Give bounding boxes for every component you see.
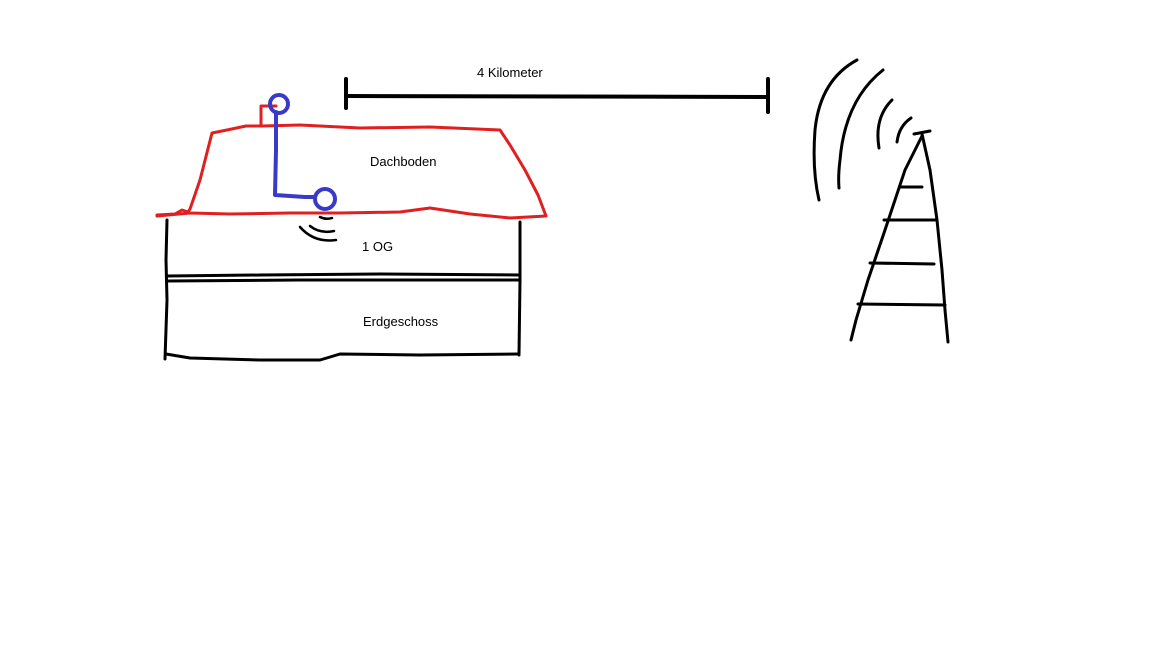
tower-rung-3 [868,261,936,266]
roof-outline [155,123,548,220]
tower-wave-2 [876,98,894,150]
tower-wave-4 [812,58,859,202]
attic-label: Dachboden [370,154,437,169]
distance-scale-bar [344,77,770,114]
house-right-wall [517,220,522,357]
tower-rung-4 [856,302,947,307]
tower-right-leg [920,132,950,344]
floor-divider-line [165,272,522,278]
antenna-pole [273,110,317,199]
antenna [268,93,337,211]
tower-top [912,129,932,136]
house-walls [163,218,522,362]
roof [155,104,548,220]
antenna-top-circle [268,93,290,115]
antenna-bottom-circle [313,187,337,211]
ground-floor-label: Erdgeschoss [363,314,439,329]
tower-wave-3 [837,68,885,190]
tower-signal-waves [812,58,913,202]
floor-divider-line-2 [165,278,522,283]
cell-tower [849,129,950,344]
distance-label: 4 Kilometer [477,65,543,80]
signal-waves-small [298,215,338,242]
house-ground-line [164,352,521,362]
first-floor-label: 1 OG [362,239,394,254]
tower-wave-1 [895,116,913,144]
scale-bar-line [344,94,770,99]
tower-left-leg [849,134,924,342]
house-left-wall [163,218,169,361]
